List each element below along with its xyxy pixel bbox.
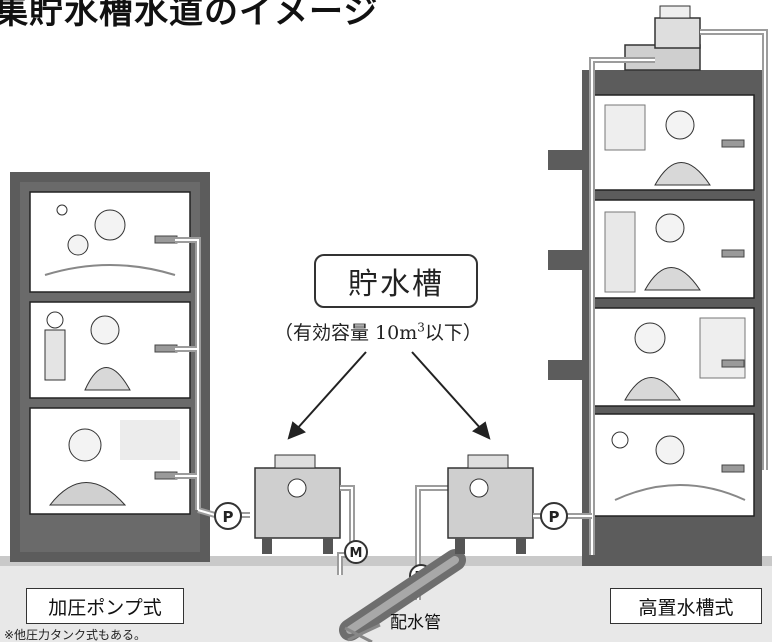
- pressure-pump-label: 加圧ポンプ式: [26, 588, 184, 624]
- ground-line: [0, 556, 772, 566]
- left-storage-tank: [254, 454, 341, 554]
- storage-tank-text: 貯水槽: [348, 267, 444, 302]
- water-main-label: 配水管: [390, 613, 441, 633]
- storage-tank-label: 貯水槽: [314, 254, 478, 308]
- capacity-text: （有効容量 10m3以下）: [274, 318, 482, 345]
- water-main: [339, 549, 466, 642]
- page-title: 集貯水槽水道のイメージ: [0, 0, 379, 32]
- left-pump: P: [214, 502, 242, 530]
- arrow-left: [287, 351, 367, 440]
- left-building: [10, 172, 210, 562]
- right-building: [548, 70, 762, 566]
- svg-text:P: P: [223, 508, 234, 526]
- capacity-suffix: 以下）: [424, 322, 482, 344]
- svg-text:M: M: [350, 546, 363, 561]
- svg-text:P: P: [549, 508, 560, 526]
- arrow-right: [411, 351, 491, 440]
- capacity-superscript: 3: [417, 320, 425, 335]
- right-storage-tank: [447, 454, 534, 554]
- elevated-tank-label: 高置水槽式: [610, 588, 762, 624]
- meter-left: M: [344, 540, 368, 564]
- capacity-prefix: （有効容量 10m: [274, 322, 418, 344]
- left-room-3: [29, 407, 191, 515]
- pressure-tank-note: ※他圧力タンク式もある。: [4, 628, 147, 642]
- right-pump: P: [540, 502, 568, 530]
